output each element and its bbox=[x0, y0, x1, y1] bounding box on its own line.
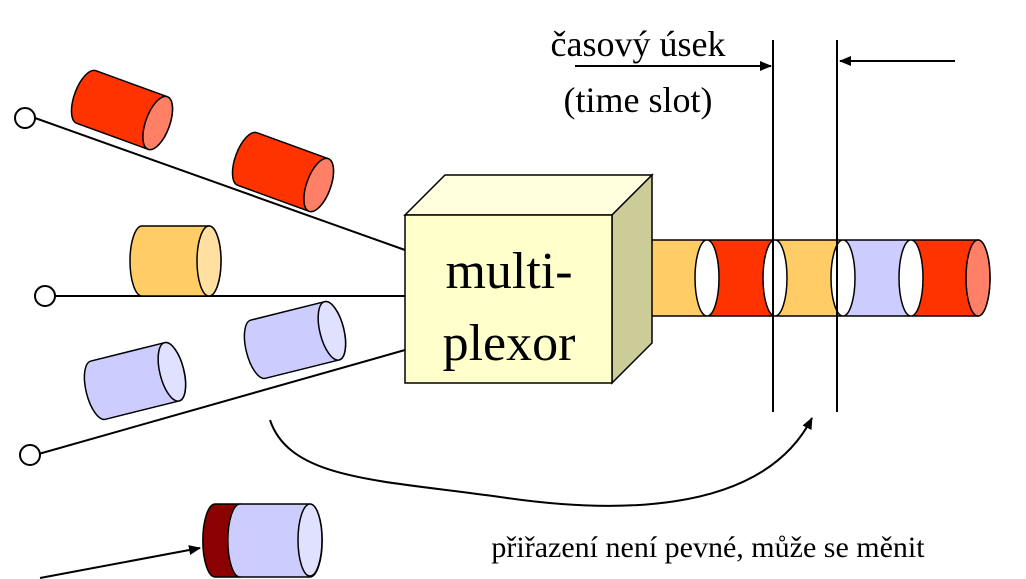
multiplexor-box-top bbox=[403, 174, 654, 216]
lavender-packet bbox=[83, 341, 187, 421]
input-line-bottom bbox=[34, 349, 406, 456]
output-channel-end-face bbox=[965, 239, 991, 317]
input-lines bbox=[34, 117, 406, 456]
note-background bbox=[385, 520, 1025, 570]
multiplexor-box: multi- plexor bbox=[403, 173, 654, 385]
input-source-circle bbox=[34, 285, 56, 307]
orange-packet bbox=[129, 225, 222, 297]
output-slot-orange bbox=[774, 239, 844, 317]
incoming-packet-arrow bbox=[39, 545, 201, 579]
input-line-top bbox=[34, 117, 406, 251]
reassignment-arrow bbox=[269, 417, 813, 507]
lavender-packet bbox=[243, 300, 347, 380]
red-packet bbox=[70, 69, 174, 151]
assignment-note: přiřazení není pevné, může se měnit bbox=[491, 531, 925, 564]
output-channel bbox=[623, 239, 991, 317]
mixed-packet bbox=[202, 503, 323, 578]
output-slot-lavender bbox=[842, 239, 912, 317]
input-source-circle bbox=[19, 444, 41, 466]
multiplexor-box-front bbox=[404, 214, 613, 384]
input-sources bbox=[14, 107, 56, 466]
input-source-circle bbox=[14, 107, 36, 129]
red-packet bbox=[231, 131, 335, 213]
multiplexor-label-line1: multi- bbox=[445, 243, 572, 300]
multiplexor-label-line2: plexor bbox=[443, 315, 576, 372]
output-slot-red bbox=[706, 239, 776, 317]
time-slot-label-english: (time slot) bbox=[564, 80, 713, 120]
time-slot-markers bbox=[575, 40, 955, 412]
time-slot-label: časový úsek bbox=[551, 24, 726, 64]
